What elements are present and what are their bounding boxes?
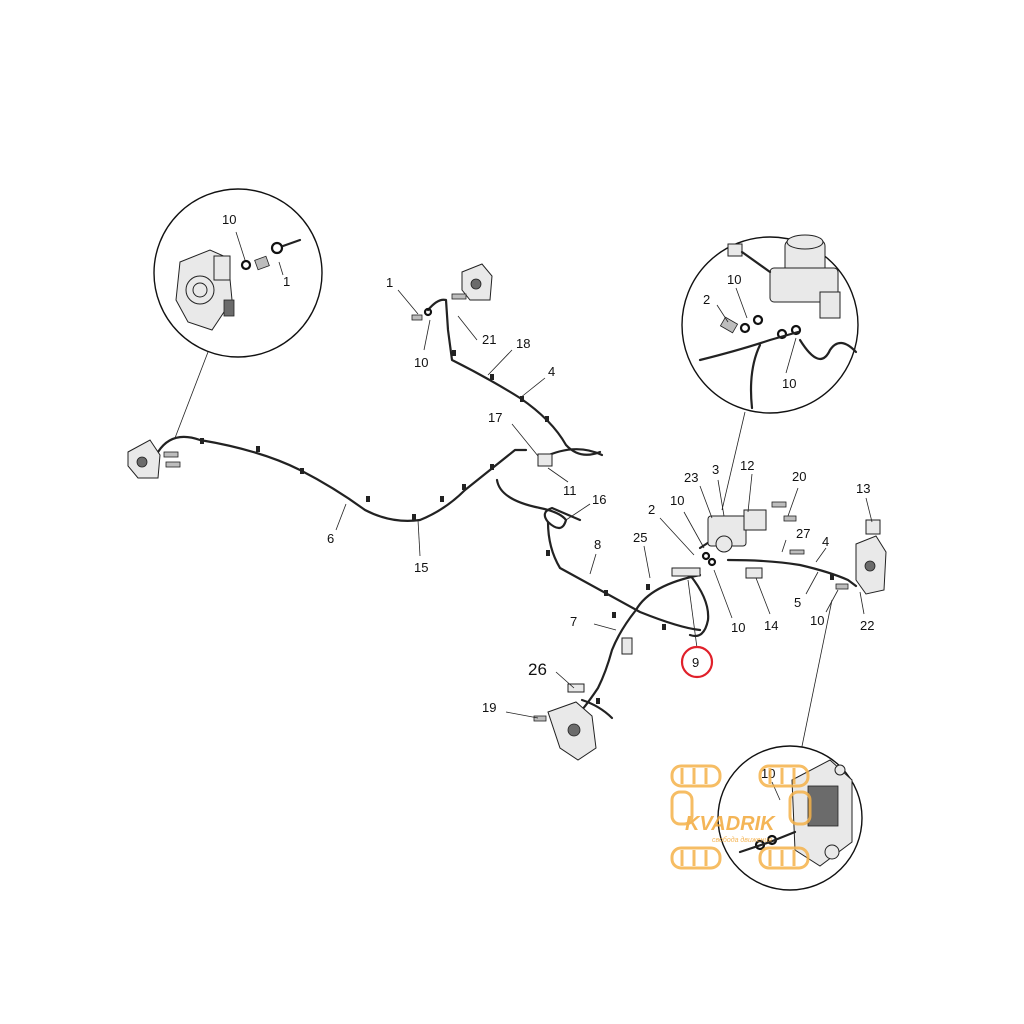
- callout-10: 10: [670, 493, 684, 508]
- callout-19: 19: [482, 700, 496, 715]
- callout-26: 26: [528, 660, 547, 679]
- brake-hose-routing: [156, 298, 858, 720]
- kvadrik-watermark-logo: KVADRIK свобода движения: [670, 764, 812, 870]
- callout-2: 2: [648, 502, 655, 517]
- callout-14: 14: [764, 618, 778, 633]
- rear-caliper-illustration: [791, 759, 853, 867]
- callout-1: 1: [386, 275, 393, 290]
- callout-18: 18: [516, 336, 530, 351]
- callout-6: 6: [327, 531, 334, 546]
- highlight-circle-9: [680, 645, 714, 679]
- callout-13: 13: [856, 481, 870, 496]
- callout-25: 25: [633, 530, 647, 545]
- callout-labels: 10 1 1 10 21 18 4 17 11 16 6 15 8 2 10 2…: [222, 212, 874, 781]
- callout-27: 27: [796, 526, 810, 541]
- callout-17: 17: [488, 410, 502, 425]
- callout-11: 11: [563, 483, 577, 498]
- callout-21: 21: [482, 332, 496, 347]
- callout-10: 10: [727, 272, 741, 287]
- callout-10: 10: [782, 376, 796, 391]
- tire-icon: [670, 846, 722, 870]
- callout-1: 1: [283, 274, 290, 289]
- callout-20: 20: [792, 469, 806, 484]
- callout-10: 10: [414, 355, 428, 370]
- callout-3: 3: [712, 462, 719, 477]
- watermark-tagline: свобода движения: [712, 836, 772, 844]
- callout-4: 4: [548, 364, 555, 379]
- front-right-caliper: [411, 263, 493, 321]
- callout-23: 23: [684, 470, 698, 485]
- front-left-caliper: [127, 439, 181, 479]
- tire-icon: [670, 764, 722, 826]
- watermark-brand: KVADRIK: [685, 813, 776, 835]
- callout-leaders: [335, 289, 873, 719]
- caliper-illustration: [175, 249, 235, 331]
- callout-7: 7: [570, 614, 577, 629]
- callout-2: 2: [703, 292, 710, 307]
- callout-8: 8: [594, 537, 601, 552]
- detail-view-master-cylinder: [681, 234, 859, 511]
- callout-10: 10: [761, 766, 775, 781]
- rear-right-caliper: [835, 519, 887, 595]
- callout-12: 12: [740, 458, 754, 473]
- hose-clips: [200, 350, 834, 704]
- callout-22: 22: [860, 618, 874, 633]
- tire-icon: [758, 764, 812, 826]
- callout-10: 10: [810, 613, 824, 628]
- rear-left-caliper: [533, 683, 597, 761]
- callout-4: 4: [822, 534, 829, 549]
- abs-and-master-cylinder: [701, 501, 805, 579]
- master-cylinder-illustration: [727, 234, 841, 319]
- callout-10: 10: [731, 620, 745, 635]
- tire-icon: [758, 846, 810, 870]
- callout-5: 5: [794, 595, 801, 610]
- callout-16: 16: [592, 492, 606, 507]
- callout-15: 15: [414, 560, 428, 575]
- junction-blocks: [537, 453, 701, 655]
- detail-view-front-left-caliper: [153, 188, 323, 439]
- callout-10: 10: [222, 212, 236, 227]
- callout-9: 9: [692, 655, 699, 670]
